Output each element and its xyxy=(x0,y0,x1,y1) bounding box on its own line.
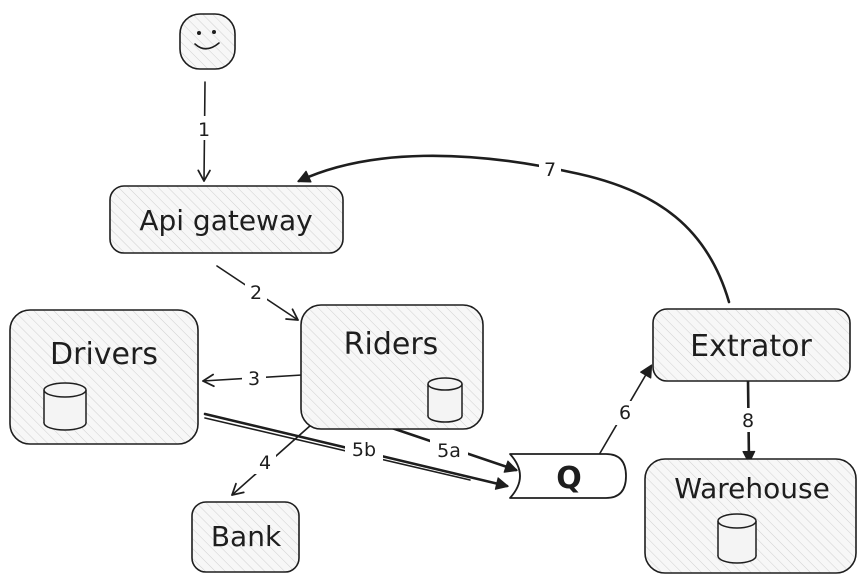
database-icon xyxy=(427,377,463,423)
edge-7: 7 xyxy=(297,154,731,304)
edge-6: 6 xyxy=(595,364,653,461)
node-user xyxy=(179,13,236,70)
node-warehouse: Warehouse xyxy=(644,458,857,574)
edge-2-label: 2 xyxy=(250,282,262,304)
edge-5a: 5a xyxy=(384,424,518,473)
smiley-face-icon xyxy=(179,13,236,70)
edge-5a-label: 5a xyxy=(437,440,461,462)
node-riders: Riders xyxy=(300,304,484,430)
node-riders-label: Riders xyxy=(344,327,439,362)
node-bank: Bank xyxy=(191,501,300,573)
edge-8-label: 8 xyxy=(742,410,754,432)
node-drivers: Drivers xyxy=(9,309,199,445)
edge-5b: 5b xyxy=(203,412,509,490)
node-extrator: Extrator xyxy=(652,308,851,382)
node-extrator-label: Extrator xyxy=(690,329,812,364)
database-icon xyxy=(43,382,87,431)
node-drivers-label: Drivers xyxy=(50,337,158,372)
edge-5b-label: 5b xyxy=(352,439,376,461)
node-bank-label: Bank xyxy=(211,520,282,553)
edge-4: 4 xyxy=(231,416,321,496)
edge-3: 3 xyxy=(202,366,303,390)
node-queue-label: Q xyxy=(556,461,582,496)
edge-8: 8 xyxy=(737,378,759,464)
edge-7-label: 7 xyxy=(544,159,556,181)
node-warehouse-label: Warehouse xyxy=(674,472,830,505)
node-api-gateway: Api gateway xyxy=(109,185,344,254)
edge-3-label: 3 xyxy=(248,368,260,390)
edge-2: 2 xyxy=(216,265,299,321)
edge-6-label: 6 xyxy=(619,402,631,424)
node-queue: Q xyxy=(509,453,627,499)
edge-1: 1 xyxy=(194,81,214,182)
edge-4-label: 4 xyxy=(259,452,271,474)
edge-1-label: 1 xyxy=(198,119,210,141)
database-icon xyxy=(717,513,757,564)
node-api-gateway-label: Api gateway xyxy=(139,204,312,237)
